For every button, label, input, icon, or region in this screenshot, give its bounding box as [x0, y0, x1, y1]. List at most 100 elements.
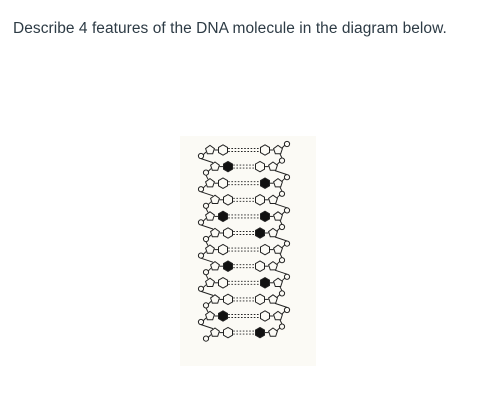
backbone-link: [202, 184, 207, 189]
nitrogen-base-icon: [218, 210, 228, 223]
nitrogen-base-icon: [260, 310, 270, 322]
backbone-link: [274, 170, 288, 176]
backbone-link: [200, 224, 214, 230]
nitrogen-base-icon: [218, 243, 228, 256]
phosphate-icon: [202, 269, 210, 276]
sugar-icon: [210, 161, 220, 171]
nitrogen-base-icon: [255, 227, 265, 239]
question-text: Describe 4 features of the DNA molecule …: [13, 20, 447, 37]
phosphate-icon: [283, 240, 291, 247]
nitrogen-base-icon: [255, 160, 265, 173]
nitrogen-base-icon: [260, 144, 270, 156]
sugar-icon: [273, 177, 283, 188]
base-pair-rungs: [214, 144, 274, 339]
backbone-link: [276, 294, 281, 298]
nitrogen-base-icon: [255, 293, 265, 306]
backbone-link: [274, 203, 288, 209]
phosphate-icon: [202, 302, 210, 309]
sugar-icon: [210, 260, 220, 271]
backbone-link: [274, 269, 288, 275]
sugar-icon: [273, 277, 283, 287]
sugar-icon: [205, 310, 215, 321]
backbone-link: [276, 327, 281, 331]
phosphate-icon: [278, 190, 286, 197]
sugar-icon: [210, 227, 220, 238]
backbone-link: [276, 161, 281, 165]
backbone-link: [202, 251, 207, 255]
backbone-link: [281, 144, 286, 149]
backbone-link: [281, 310, 286, 315]
sugar-icon: [273, 244, 283, 254]
nitrogen-base-icon: [223, 194, 233, 206]
phosphate-icon: [278, 323, 286, 330]
backbone-link: [205, 307, 209, 313]
phosphate-icon: [197, 318, 205, 326]
dna-diagram: [180, 136, 316, 366]
sugar-icon: [273, 211, 283, 221]
backbone-link: [202, 284, 207, 289]
sugar-icon: [205, 177, 215, 188]
nitrogen-base-icon: [223, 326, 233, 339]
dna-diagram-drawing: [197, 140, 291, 342]
phosphate-icon: [197, 219, 205, 226]
phosphate-icon: [283, 174, 291, 181]
nitrogen-base-icon: [223, 293, 233, 306]
nitrogen-base-icon: [255, 326, 265, 339]
phosphate-icon: [202, 202, 210, 209]
phosphate-icon: [197, 252, 205, 259]
phosphate-icon: [197, 186, 205, 193]
backbone-link: [202, 218, 207, 222]
backbone-link: [279, 253, 283, 258]
nitrogen-base-icon: [218, 144, 228, 156]
sugar-icon: [268, 294, 278, 304]
backbone-link: [279, 220, 283, 225]
right-sugar-phosphate-backbone: [268, 140, 291, 337]
sugar-icon: [205, 211, 215, 221]
backbone-link: [207, 201, 212, 206]
phosphate-icon: [202, 235, 210, 243]
nitrogen-base-icon: [260, 210, 270, 223]
sugar-icon: [268, 161, 278, 171]
nitrogen-base-icon: [223, 160, 233, 173]
sugar-icon: [268, 194, 278, 204]
nitrogen-base-icon: [260, 177, 270, 189]
nitrogen-base-icon: [260, 243, 270, 256]
phosphate-icon: [202, 169, 210, 176]
nitrogen-base-icon: [223, 227, 233, 239]
backbone-link: [200, 158, 214, 164]
sugar-icon: [268, 260, 278, 271]
phosphate-icon: [283, 140, 291, 148]
nitrogen-base-icon: [255, 194, 265, 206]
sugar-icon: [268, 227, 278, 238]
backbone-link: [279, 153, 283, 159]
sugar-icon: [268, 327, 278, 337]
phosphate-icon: [283, 273, 291, 280]
phosphate-icon: [197, 285, 205, 292]
backbone-link: [281, 177, 286, 182]
backbone-link: [205, 241, 209, 246]
backbone-link: [279, 286, 283, 292]
backbone-link: [207, 334, 212, 338]
backbone-link: [276, 260, 281, 265]
backbone-link: [200, 290, 214, 296]
nitrogen-base-icon: [223, 260, 233, 272]
sugar-icon: [210, 194, 220, 204]
backbone-link: [207, 234, 212, 239]
backbone-link: [207, 168, 212, 172]
backbone-link: [202, 317, 207, 322]
backbone-link: [276, 194, 281, 199]
backbone-link: [205, 174, 209, 180]
backbone-link: [281, 211, 286, 215]
sugar-icon: [205, 144, 215, 155]
nitrogen-base-icon: [218, 310, 228, 322]
phosphate-icon: [202, 335, 210, 342]
phosphate-icon: [283, 207, 291, 214]
sugar-icon: [205, 277, 215, 287]
sugar-icon: [273, 310, 283, 321]
sugar-icon: [210, 327, 220, 337]
left-sugar-phosphate-backbone: [197, 144, 220, 342]
phosphate-icon: [197, 152, 205, 160]
backbone-link: [279, 319, 283, 325]
backbone-link: [205, 274, 209, 280]
nitrogen-base-icon: [218, 277, 228, 289]
